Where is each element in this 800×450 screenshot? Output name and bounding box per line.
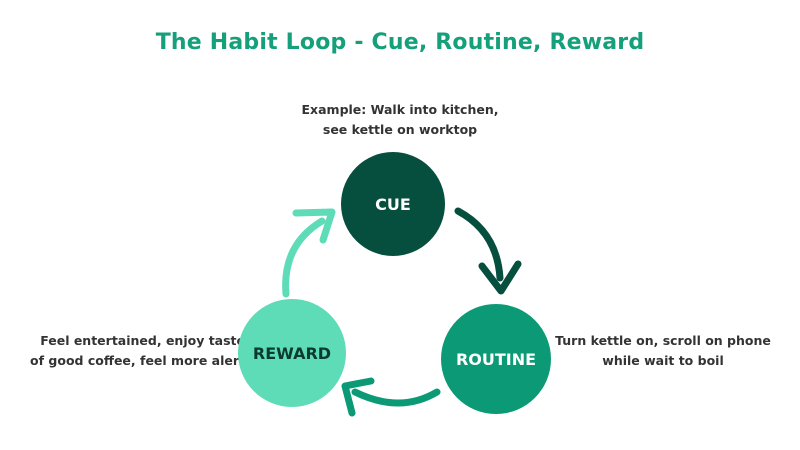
reward-caption-line-2: of good coffee, feel more alert [30, 353, 245, 368]
routine-caption: Turn kettle on, scroll on phone while wa… [553, 331, 773, 371]
arrow-routine-to-reward [351, 388, 441, 407]
arrow-cue-to-routine [454, 207, 504, 282]
arrowhead-reward-to-cue [292, 208, 336, 244]
arrowhead-routine-to-reward [341, 377, 375, 417]
cue-caption: Example: Walk into kitchen, see kettle o… [250, 100, 550, 140]
reward-caption-line-1: Feel entertained, enjoy taste [40, 333, 245, 348]
cue-caption-line-2: see kettle on worktop [322, 122, 478, 137]
arrowhead-cue-to-routine [478, 260, 522, 295]
reward-label: REWARD [252, 343, 332, 363]
cue-node: CUE [341, 152, 445, 256]
routine-node: ROUTINE [441, 304, 551, 414]
page-title: The Habit Loop - Cue, Routine, Reward [155, 30, 645, 55]
cue-caption-line-1: Example: Walk into kitchen, [301, 102, 499, 117]
cue-label: CUE [375, 194, 411, 214]
routine-label: ROUTINE [455, 349, 537, 369]
routine-caption-line-2: while wait to boil [602, 353, 724, 368]
routine-caption-line-1: Turn kettle on, scroll on phone [555, 333, 771, 348]
reward-node: REWARD [238, 299, 346, 407]
arrow-reward-to-cue [282, 217, 326, 298]
reward-caption: Feel entertained, enjoy taste of good co… [15, 331, 245, 371]
